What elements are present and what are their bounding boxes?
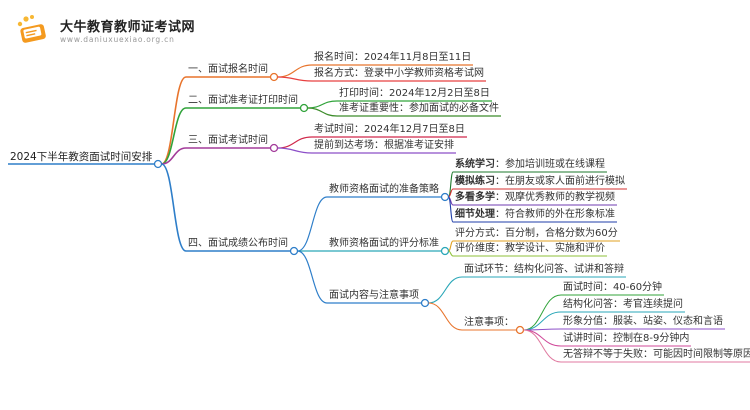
collapse-dot [515,325,525,335]
connector [161,107,187,165]
collapse-dot [440,246,450,256]
connector [161,76,187,165]
strategy-item[interactable]: 细节处理：符合教师的外在形象标准 [455,209,615,220]
connector [277,64,313,78]
strategy-item[interactable]: 模拟练习：在朋友或家人面前进行模拟 [455,176,625,187]
connector [428,302,463,331]
connector [448,250,454,257]
collapse-dot [269,72,279,82]
note-item[interactable]: 形象分值：服装、站姿、仪态和言语 [563,316,723,327]
book-logo-icon [17,15,46,43]
logo [12,14,72,46]
root-topic[interactable]: 2024下半年教资面试时间安排 [10,151,153,163]
notes[interactable]: 注意事项： [464,317,514,328]
connector [297,250,328,304]
branch-admission-ticket-print[interactable]: 二、面试准考证打印时间 [188,95,298,106]
preparation-strategy[interactable]: 教师资格面试的准备策略 [329,184,439,195]
admission-ticket-importance[interactable]: 准考证重要性：参加面试的必备文件 [339,103,499,114]
connector [523,294,562,331]
collapse-dot [289,246,299,256]
arrive-early[interactable]: 提前到达考场：根据准考证安排 [314,140,454,151]
collapse-dot [269,143,279,153]
exam-date[interactable]: 考试时间：2024年12月7日至8日 [314,124,465,135]
branch-results-time[interactable]: 四、面试成绩公布时间 [188,238,288,249]
print-date[interactable]: 打印时间：2024年12月2日至8日 [339,88,490,99]
collapse-dot [440,192,450,202]
connector [307,100,338,109]
strategy-item[interactable]: 系统学习：参加培训班或在线课程 [455,159,605,170]
evaluation-dimensions[interactable]: 评价维度：教学设计、实施和评价 [455,243,605,254]
collapse-dot [153,159,163,169]
note-item[interactable]: 无答辩不等于失败：可能因时间限制等原因 [563,349,750,360]
collapse-dot [299,103,309,113]
connector [277,76,313,82]
site-title: 大牛教育教师证考试网 [60,20,196,35]
branch-registration-time[interactable]: 一、面试报名时间 [188,64,268,75]
connector [307,107,338,117]
connector [523,329,562,363]
connector [448,240,454,252]
strategy-item[interactable]: 多看多学：观摩优秀教师的教学视频 [455,192,615,203]
site-url: www.daniuxuexiao.org.cn [60,35,175,44]
note-item[interactable]: 结构化问答：考官连续提问 [563,299,683,310]
note-item[interactable]: 试讲时间：控制在8-9分钟内 [563,333,690,344]
connector [523,329,562,347]
registration-method[interactable]: 报名方式：登录中小学教师资格考试网 [314,68,484,79]
content-and-notes[interactable]: 面试内容与注意事项 [329,290,419,301]
scoring-method[interactable]: 评分方式：百分制，合格分数为60分 [455,228,618,239]
note-item[interactable]: 面试时间：40-60分钟 [563,282,663,293]
interview-segments[interactable]: 面试环节：结构化问答、试讲和答辩 [464,264,624,275]
connector [161,147,187,165]
registration-date[interactable]: 报名时间：2024年11月8日至11日 [314,52,472,63]
collapse-dot [420,298,430,308]
branch-exam-time[interactable]: 三、面试考试时间 [188,135,268,146]
scoring-standard[interactable]: 教师资格面试的评分标准 [329,238,439,249]
connector [277,136,313,149]
connector [161,163,187,252]
connector [297,196,328,252]
connector [448,188,454,198]
connector [277,147,313,154]
connector [447,196,454,223]
connector [428,276,463,304]
connector [523,311,562,331]
